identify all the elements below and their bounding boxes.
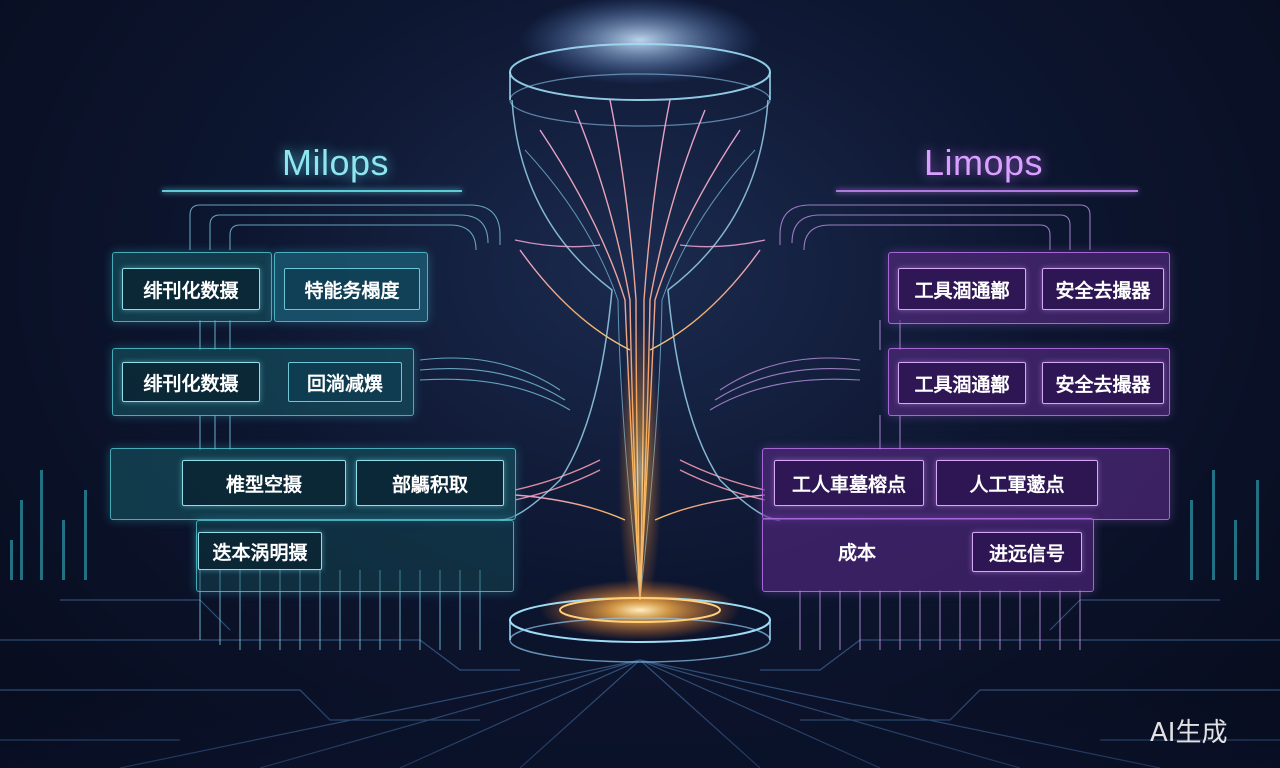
right-chip-4[interactable]: 安全去撮器	[1042, 362, 1164, 404]
right-chip-8[interactable]: 进远信号	[972, 532, 1082, 572]
right-flow-lines	[709, 204, 1091, 650]
left-title: Milops	[282, 142, 390, 183]
left-flow-lines	[189, 204, 571, 650]
left-chip-3[interactable]: 绯刊化数摄	[122, 362, 260, 402]
left-title-underline	[162, 190, 462, 192]
right-chip-6[interactable]: 人工軍藗点	[936, 460, 1098, 506]
left-chip-6[interactable]: 部鷌积取	[356, 460, 504, 506]
left-chip-4[interactable]: 回淌减熼	[288, 362, 402, 402]
right-chip-3[interactable]: 工具涸通鄯	[898, 362, 1026, 404]
right-chip-7[interactable]: 成本	[837, 541, 876, 564]
right-chip-2[interactable]: 安全去撮器	[1042, 268, 1164, 310]
data-bars-right	[1190, 470, 1259, 580]
pedestal	[509, 597, 771, 663]
right-chip-1[interactable]: 工具涸通鄯	[898, 268, 1026, 310]
ai-generated-watermark: AI生成	[1150, 718, 1228, 748]
right-title-underline	[836, 190, 1138, 192]
stem-glow	[618, 320, 662, 620]
top-glow	[520, 0, 760, 85]
left-chip-1[interactable]: 绯刊化数摄	[122, 268, 260, 310]
left-chip-7[interactable]: 迭本涡明摄	[198, 532, 322, 570]
left-chip-2[interactable]: 特能务榻度	[284, 268, 420, 310]
stem-connectors	[514, 239, 766, 501]
right-chip-5[interactable]: 工人車墓榕点	[774, 460, 924, 506]
right-title: Limops	[924, 142, 1044, 183]
left-chip-5[interactable]: 椎型空摄	[182, 460, 346, 506]
data-bars-left	[10, 470, 87, 580]
